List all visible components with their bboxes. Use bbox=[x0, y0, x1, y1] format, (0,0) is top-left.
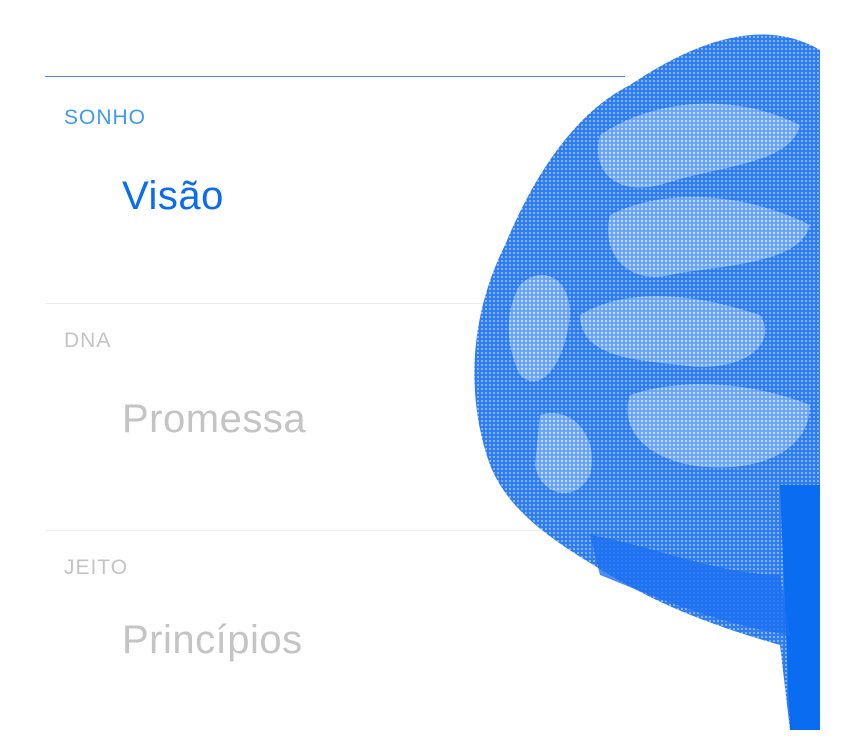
tab-sonho[interactable]: SONHO Visão bbox=[0, 76, 600, 303]
tab-dna[interactable]: DNA Promessa bbox=[0, 303, 600, 530]
item-label: JEITO bbox=[64, 556, 129, 579]
brain-image bbox=[474, 34, 820, 731]
tab-jeito[interactable]: JEITO Princípios bbox=[0, 530, 600, 749]
item-title: Promessa bbox=[122, 397, 307, 441]
item-label: SONHO bbox=[64, 106, 147, 129]
item-title: Princípios bbox=[122, 618, 303, 662]
active-indicator-line bbox=[45, 76, 625, 77]
divider bbox=[45, 303, 625, 304]
item-label: DNA bbox=[64, 329, 112, 352]
divider bbox=[45, 530, 625, 531]
item-title: Visão bbox=[122, 174, 224, 218]
